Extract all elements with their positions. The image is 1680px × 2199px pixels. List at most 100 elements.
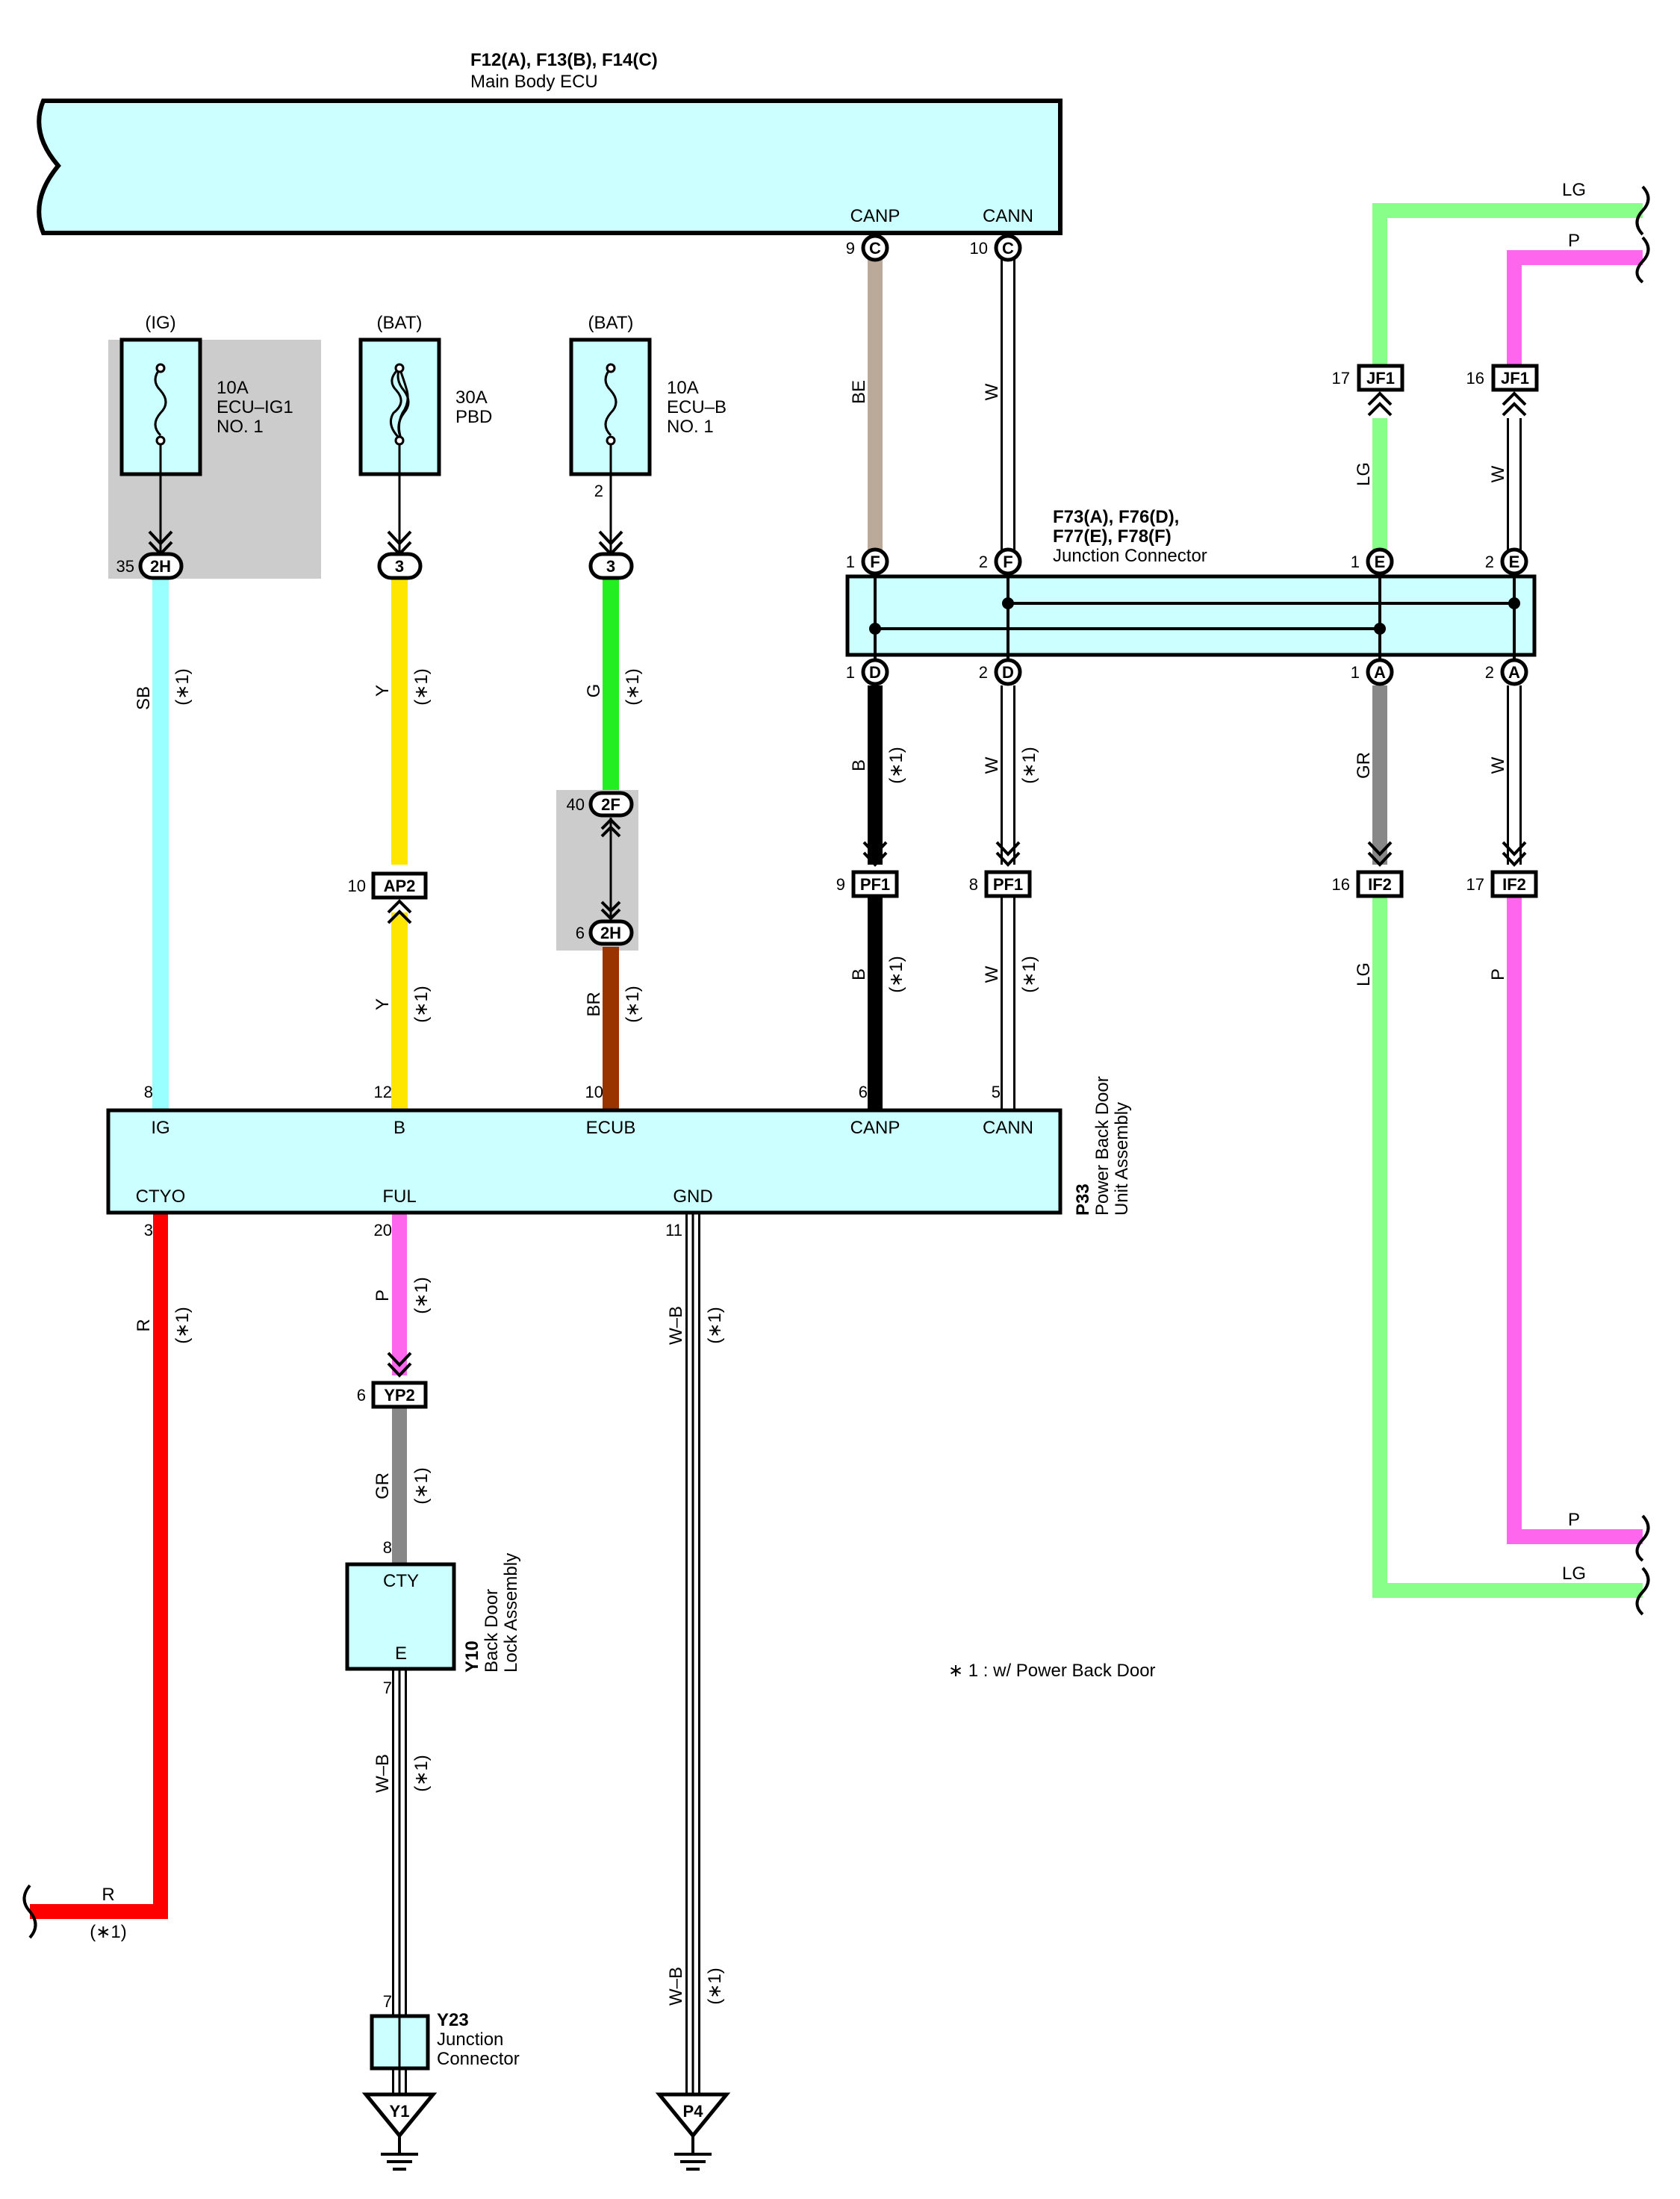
svg-text:W: W <box>1488 756 1508 774</box>
svg-text:ECU–IG1: ECU–IG1 <box>217 397 293 417</box>
svg-text:10: 10 <box>348 877 366 895</box>
svg-text:1: 1 <box>846 663 855 682</box>
svg-text:(∗1): (∗1) <box>886 747 906 783</box>
junction-pin-2e: E 2 <box>1485 547 1528 576</box>
svg-text:(∗1): (∗1) <box>411 986 432 1022</box>
svg-text:PBD: PBD <box>455 407 492 427</box>
svg-text:17: 17 <box>1332 369 1350 388</box>
ecu-canp-label: CANP <box>850 206 900 226</box>
svg-text:3: 3 <box>395 557 404 576</box>
svg-text:(∗1): (∗1) <box>411 668 432 705</box>
connector-if2-17: IF2 17 <box>1466 841 1538 898</box>
svg-text:GR: GR <box>1354 752 1374 779</box>
svg-text:D: D <box>869 663 881 682</box>
svg-text:P: P <box>1568 231 1580 251</box>
svg-text:Y10: Y10 <box>462 1640 482 1673</box>
svg-text:W–B: W–B <box>666 1306 686 1345</box>
svg-text:7: 7 <box>383 1992 392 2011</box>
svg-text:B: B <box>393 1118 405 1138</box>
svg-text:C: C <box>1002 239 1014 258</box>
svg-text:GR: GR <box>373 1472 393 1499</box>
svg-text:1: 1 <box>846 553 855 571</box>
connector-pf1-9: PF1 9 <box>836 841 899 898</box>
svg-text:D: D <box>1002 663 1014 682</box>
svg-text:CANP: CANP <box>850 1118 900 1138</box>
svg-text:(BAT): (BAT) <box>377 313 423 333</box>
svg-text:P: P <box>1488 968 1508 980</box>
svg-text:(∗1): (∗1) <box>1019 747 1039 783</box>
svg-text:R: R <box>102 1885 114 1905</box>
ground-y1: Y1 <box>361 2092 438 2171</box>
svg-text:ECU–B: ECU–B <box>667 397 727 417</box>
pbd-unit-label: P33 Power Back Door Unit Assembly <box>1073 1076 1132 1216</box>
svg-text:35: 35 <box>116 557 134 576</box>
wire-labels: SB (∗1) Y (∗1) G (∗1) Y (∗1) BR (∗1) BE … <box>134 380 1508 2006</box>
svg-text:(∗1): (∗1) <box>623 986 643 1022</box>
svg-text:W–B: W–B <box>666 1967 686 2006</box>
svg-text:LG: LG <box>1562 1564 1586 1584</box>
svg-text:8: 8 <box>144 1083 153 1101</box>
svg-text:12: 12 <box>374 1083 392 1101</box>
svg-text:(∗1): (∗1) <box>886 956 906 992</box>
junction-connector-box <box>845 574 1537 657</box>
connector-jf1-16: JF1 16 <box>1466 364 1539 417</box>
svg-text:CTYO: CTYO <box>136 1186 186 1207</box>
svg-text:2H: 2H <box>150 557 171 576</box>
junction-pin-1a: A 1 <box>1351 658 1394 686</box>
svg-text:A: A <box>1374 663 1386 682</box>
wire-labels-horizontal: LG P P LG R (∗1) <box>90 180 1586 1942</box>
svg-text:6: 6 <box>576 924 585 942</box>
svg-text:IG: IG <box>151 1118 169 1138</box>
svg-text:P: P <box>373 1290 393 1301</box>
svg-text:2: 2 <box>1485 663 1494 682</box>
svg-text:8: 8 <box>969 875 978 894</box>
svg-text:3: 3 <box>606 557 615 576</box>
svg-text:Connector: Connector <box>437 2049 520 2069</box>
svg-text:W: W <box>1488 465 1508 482</box>
svg-text:A: A <box>1508 663 1520 682</box>
svg-text:Back Door: Back Door <box>482 1589 502 1673</box>
svg-text:2: 2 <box>979 663 988 682</box>
svg-text:AP2: AP2 <box>384 877 416 895</box>
svg-text:2: 2 <box>594 482 603 500</box>
connector-ap2: AP2 10 <box>348 871 428 924</box>
svg-text:9: 9 <box>846 239 855 258</box>
svg-text:10A: 10A <box>217 378 249 398</box>
svg-text:6: 6 <box>357 1386 366 1405</box>
y23-junction-connector: 7 Y23 Junction Connector <box>370 1992 520 2071</box>
svg-text:20: 20 <box>374 1221 392 1240</box>
svg-text:B: B <box>849 968 869 980</box>
junction-codes-2: F77(E), F78(F) <box>1053 526 1172 547</box>
junction-pin-1d: D 1 <box>846 658 889 686</box>
svg-text:IF2: IF2 <box>1502 875 1526 894</box>
junction-codes-1: F73(A), F76(D), <box>1053 507 1179 527</box>
svg-text:F: F <box>870 553 880 571</box>
junction-pin-1f: F 1 <box>846 547 889 576</box>
svg-text:IF2: IF2 <box>1368 875 1392 894</box>
break-mark-p-top <box>1635 236 1650 284</box>
svg-text:10A: 10A <box>667 378 699 398</box>
svg-text:11: 11 <box>665 1221 682 1240</box>
connector-2f-2h: 2F 40 2H 6 <box>567 791 634 946</box>
ecu-pin-canp: C 9 <box>846 234 889 262</box>
pbd-top-terminals: 8 IG 12 B 10 ECUB 6 CANP 5 CANN <box>144 1083 1033 1138</box>
svg-text:G: G <box>584 684 604 698</box>
svg-text:17: 17 <box>1466 875 1484 894</box>
svg-text:9: 9 <box>836 875 845 894</box>
ecu-cann-label: CANN <box>983 206 1033 226</box>
svg-text:16: 16 <box>1466 369 1484 388</box>
svg-text:P: P <box>1568 1510 1580 1530</box>
junction-pin-2d: D 2 <box>979 658 1022 686</box>
svg-text:W: W <box>982 383 1002 400</box>
plug-3-ecub: 3 <box>588 530 634 580</box>
svg-text:LG: LG <box>1354 962 1374 986</box>
svg-text:W: W <box>982 756 1002 774</box>
svg-text:6: 6 <box>859 1083 868 1101</box>
ecu-pin-cann: C 10 <box>970 234 1022 262</box>
svg-text:10: 10 <box>585 1083 603 1101</box>
svg-text:E: E <box>1509 553 1520 571</box>
break-mark-p-bottom <box>1635 1514 1650 1562</box>
svg-text:(∗1): (∗1) <box>705 1307 725 1343</box>
svg-text:NO. 1: NO. 1 <box>217 417 264 437</box>
